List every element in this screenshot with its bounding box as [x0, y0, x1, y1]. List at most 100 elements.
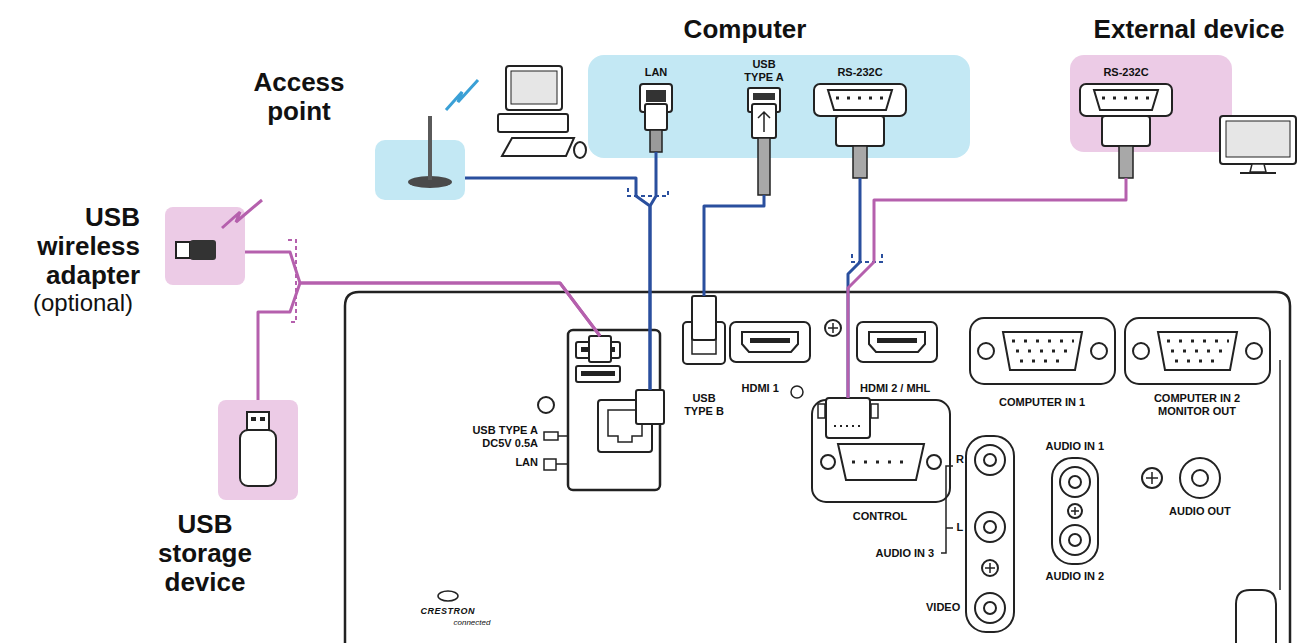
stick-contact — [260, 417, 265, 421]
housing-outline — [345, 292, 1290, 643]
hdmi-contacts — [877, 338, 917, 343]
rca-jack-core — [984, 602, 996, 614]
hdmi-frame — [857, 322, 937, 362]
plug-pins — [834, 425, 864, 427]
cable-strain — [1119, 146, 1133, 178]
keyboard-icon — [502, 138, 574, 156]
dongle-connector — [176, 242, 190, 258]
port-label: COMPUTER IN 1 — [999, 396, 1085, 409]
serial-port-shell — [1094, 90, 1158, 110]
vga-pins — [1167, 340, 1229, 343]
cable-strain — [853, 146, 867, 178]
screw — [982, 560, 998, 576]
rca-jack — [975, 445, 1005, 475]
port-label: RS-232C — [1078, 66, 1174, 79]
port-label: R — [956, 453, 964, 466]
mouse-icon — [574, 142, 586, 158]
serial-pins — [1102, 97, 1150, 100]
cable-line — [245, 252, 600, 336]
control-screw — [821, 455, 835, 469]
audio-jack-core — [1069, 476, 1081, 488]
vga-screw — [1246, 343, 1262, 359]
cable-line — [258, 283, 600, 400]
port-label: L — [957, 521, 964, 534]
port-label: AUDIO IN 1 — [1046, 440, 1105, 453]
port-label: HDMI 1 — [742, 382, 779, 395]
usb-symbol — [758, 112, 770, 132]
hdmi-contacts — [750, 338, 790, 343]
cable-line — [650, 152, 656, 390]
rca-jack-core — [984, 454, 996, 466]
control-pins — [852, 461, 910, 464]
screw-cross — [828, 323, 838, 333]
vga-screw — [978, 343, 994, 359]
screw — [825, 320, 841, 336]
usb-mark — [544, 432, 558, 440]
port-label: AUDIO OUT — [1169, 505, 1231, 518]
device-label: USB wireless adapter — [28, 203, 140, 290]
usb-port — [576, 366, 620, 382]
device-label: USB storage device — [132, 510, 278, 597]
hdmi-shell — [869, 332, 925, 352]
audio-out-core — [1192, 470, 1208, 486]
vga-pins — [1012, 340, 1074, 343]
serial-port — [1080, 84, 1172, 116]
dongle-body — [190, 240, 216, 260]
vga-frame — [970, 318, 1115, 384]
desktop-unit — [498, 114, 568, 132]
port-label: CONTROL — [808, 510, 952, 523]
port-label: COMPUTER IN 2 MONITOR OUT — [1147, 392, 1247, 418]
screw-cross — [1146, 472, 1158, 484]
device-label: Access point — [243, 68, 355, 126]
vga-port — [970, 318, 1115, 384]
port-label: USB TYPE A DC5V 0.5A — [450, 424, 538, 450]
wireless-symbol — [222, 200, 262, 228]
logo-text: CRESTRON — [421, 606, 476, 616]
stick-body — [240, 430, 276, 486]
vga-screw — [1133, 343, 1149, 359]
port-label: USB TYPE A — [742, 58, 786, 84]
screw-cross — [985, 563, 995, 573]
monitor-stand — [1250, 164, 1266, 172]
serial-port-shell — [828, 90, 892, 110]
control-shell — [838, 444, 924, 480]
usb-port-slot — [753, 93, 775, 100]
control-screw — [927, 455, 941, 469]
audio-panel — [1052, 458, 1098, 564]
mark-lead — [556, 436, 568, 464]
device-label: External device — [1080, 15, 1298, 44]
cable-line — [704, 195, 764, 296]
rca-panel — [966, 436, 1014, 632]
rca-jack — [975, 512, 1005, 542]
wireless-symbol — [446, 80, 478, 110]
vga-shell — [1003, 332, 1082, 370]
monitor-screen — [1226, 121, 1290, 157]
screw — [538, 397, 554, 413]
screw — [791, 386, 803, 398]
screw — [1142, 468, 1162, 488]
hdmi-shell — [742, 332, 798, 352]
serial-plug — [826, 398, 870, 438]
port-label: USB TYPE B — [682, 392, 726, 418]
lan-plug — [636, 390, 664, 424]
monitor-icon — [506, 66, 562, 110]
vga-frame — [1125, 318, 1270, 384]
vga-pins — [1171, 350, 1225, 353]
port-label: AUDIO IN 2 — [1046, 570, 1105, 583]
audio-jack — [1060, 525, 1090, 555]
usb-plug — [589, 336, 611, 362]
usb-port-slot — [581, 371, 615, 376]
lan-jack-slot — [646, 90, 666, 102]
alternative-bracket — [852, 254, 882, 262]
plug-screw — [871, 404, 878, 418]
port-label: VIDEO — [926, 601, 960, 614]
channel-bracket — [941, 466, 953, 553]
device-box: Access point — [375, 140, 465, 200]
stick-contact — [251, 417, 256, 421]
serial-port — [814, 84, 906, 116]
hdmi-port — [857, 322, 937, 362]
stick-connector — [247, 412, 269, 430]
hdmi-port — [730, 322, 810, 362]
monitor-icon — [1220, 116, 1296, 164]
port-label: LAN — [490, 456, 538, 469]
